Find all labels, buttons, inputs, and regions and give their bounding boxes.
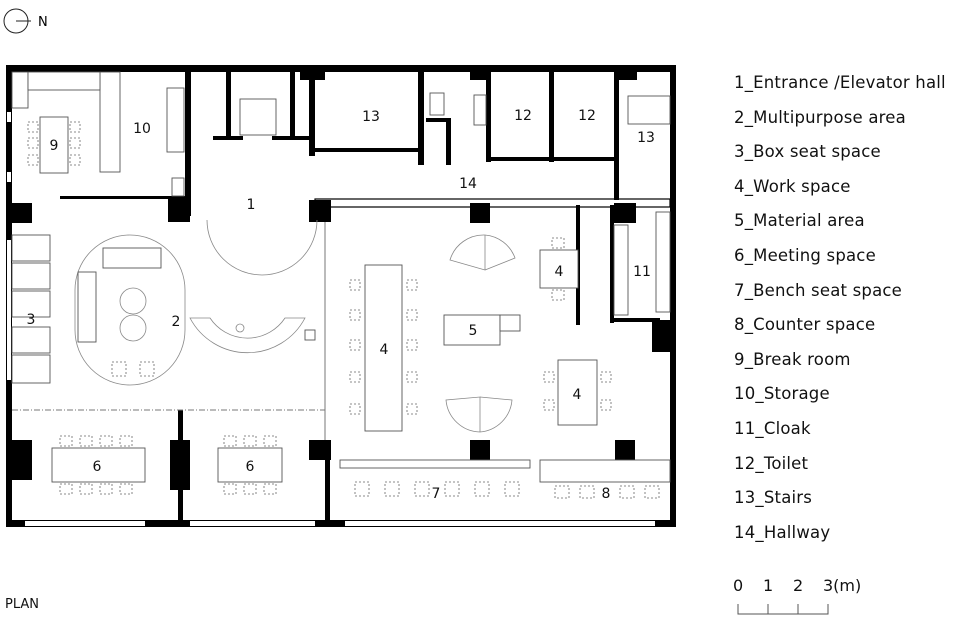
room-label-14: 14 [459, 176, 477, 192]
interior-walls [6, 66, 671, 522]
room-label-11: 11 [633, 264, 651, 280]
legend-item: 8_Counter space [734, 315, 876, 335]
furniture [11, 71, 671, 499]
room-label-4: 4 [555, 264, 564, 280]
room-label-2: 2 [172, 314, 181, 330]
room-label-12: 12 [514, 108, 532, 124]
scale-tick-label: 2 [793, 576, 804, 595]
room-legend: 1_Entrance /Elevator hall 2_Multipurpose… [734, 66, 946, 550]
legend-item: 9_Break room [734, 349, 851, 369]
room-label-1: 1 [247, 197, 256, 213]
room-label-8: 8 [602, 486, 611, 502]
plan-title: PLAN [5, 597, 39, 612]
legend-item: 4_Work space [734, 176, 851, 196]
legend-item: 13_Stairs [734, 488, 813, 508]
outer-walls [6, 65, 676, 527]
legend-item: 3_Box seat space [734, 142, 881, 162]
room-label-3: 3 [27, 312, 36, 328]
room-label-6: 6 [246, 459, 255, 475]
room-label-12: 12 [578, 108, 596, 124]
legend-item: 11_Cloak [734, 418, 811, 438]
scale-tick-label: 1 [763, 576, 774, 595]
room-labels: 1 2 3 4 4 4 5 6 6 7 8 9 10 11 12 12 13 1… [27, 108, 655, 502]
room-label-4: 4 [380, 342, 389, 358]
room-label-5: 5 [469, 323, 478, 339]
north-arrow-icon: N [3, 8, 48, 34]
legend-item: 12_Toilet [734, 453, 809, 473]
legend-item: 5_Material area [734, 211, 865, 231]
legend-item: 2_Multipurpose area [734, 107, 906, 127]
room-label-6: 6 [93, 459, 102, 475]
room-label-9: 9 [50, 138, 59, 154]
legend-item: 7_Bench seat space [734, 280, 903, 300]
legend-item: 10_Storage [734, 384, 830, 404]
room-label-13: 13 [362, 109, 380, 125]
legend-item: 14_Hallway [734, 522, 831, 542]
room-label-7: 7 [432, 486, 441, 502]
room-label-13: 13 [637, 130, 655, 146]
scale-tick-label: 3(m) [823, 576, 862, 595]
scale-bar [737, 604, 829, 615]
scale-tick-label: 0 [733, 576, 744, 595]
legend-item: 1_Entrance /Elevator hall [734, 73, 946, 92]
compass-label: N [38, 15, 48, 30]
room-label-10: 10 [133, 121, 151, 137]
room-label-4: 4 [573, 387, 582, 403]
legend-item: 6_Meeting space [734, 245, 876, 265]
